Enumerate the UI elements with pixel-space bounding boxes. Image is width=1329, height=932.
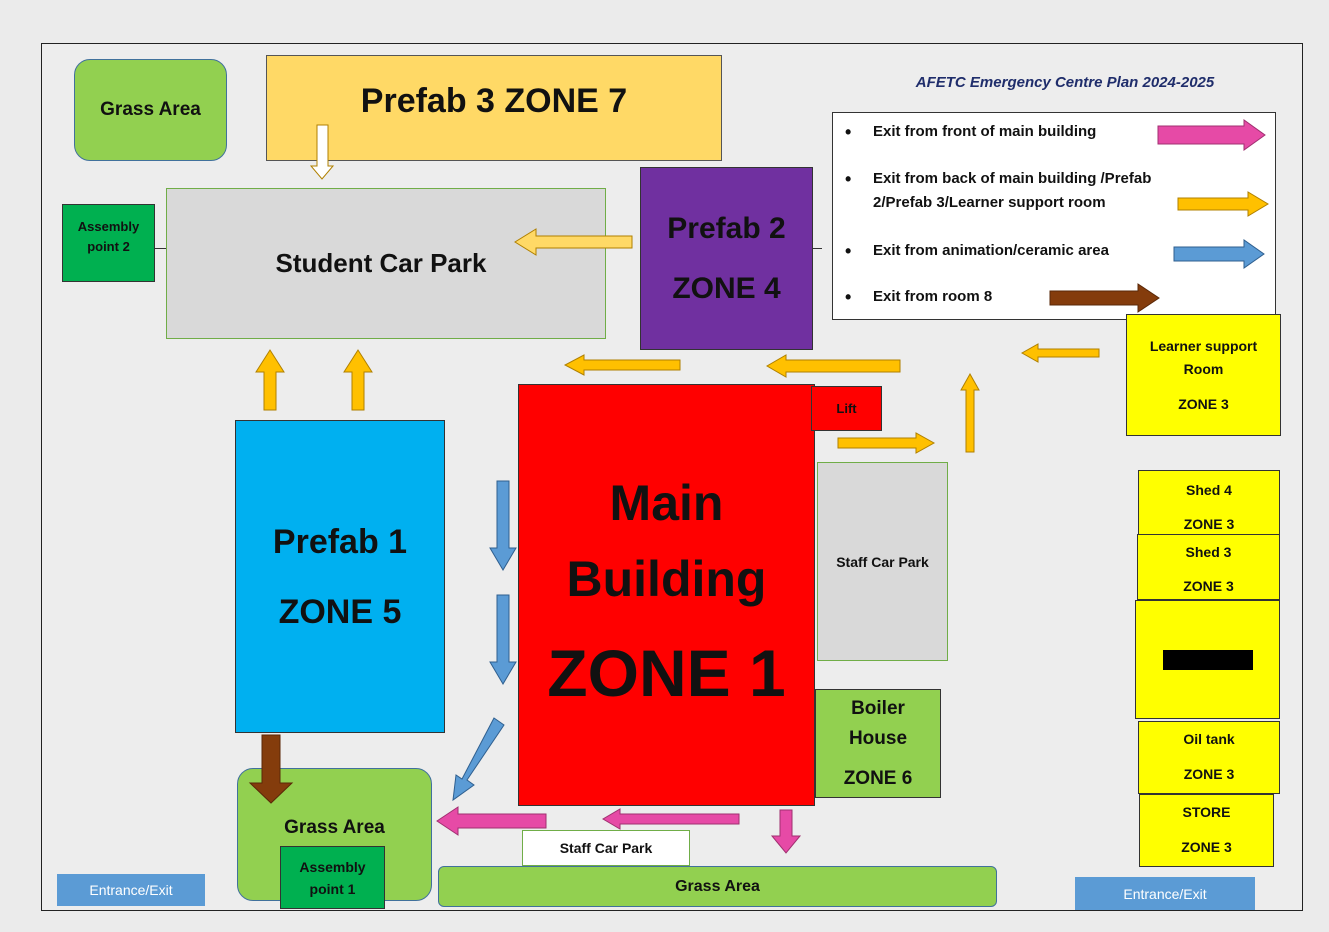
lift: Lift [811, 386, 882, 431]
boiler-house-line1: Boiler [851, 697, 905, 719]
legend-item-animation-label: Exit from animation/ceramic area [873, 242, 1109, 259]
assembly-point-2-line2: point 2 [87, 239, 130, 254]
staff-car-park-right: Staff Car Park [817, 462, 948, 661]
prefab-1-line1: Prefab 1 [272, 522, 408, 561]
lift-label: Lift [836, 401, 857, 416]
arrow-prefab1-up-right [343, 349, 373, 411]
arrow-pink-left-1 [436, 806, 547, 836]
shed-3-line1: Shed 3 [1185, 544, 1232, 560]
arrow-staff-up [960, 372, 980, 453]
grass-area-top-label: Grass Area [100, 99, 201, 120]
legend-item-back-label: Exit from back of main building /Prefab … [873, 170, 1152, 211]
legend-item-front-label: Exit from front of main building [873, 123, 1097, 140]
student-car-park: Student Car Park [166, 188, 606, 339]
assembly-point-1: Assembly point 1 [280, 846, 385, 909]
staff-car-park-right-label: Staff Car Park [836, 553, 929, 570]
assembly-point-2-line1: Assembly [77, 219, 140, 234]
learner-support-line1: Learner support [1149, 337, 1258, 354]
grass-area-bottom: Grass Area [438, 866, 997, 907]
prefab-2-line2: ZONE 4 [672, 271, 781, 305]
prefab-3-label: Prefab 3 ZONE 7 [360, 81, 628, 120]
entrance-exit-right-label: Entrance/Exit [1123, 885, 1207, 902]
legend-arrow-room8 [1049, 283, 1160, 313]
shed-4-line1: Shed 4 [1186, 482, 1232, 498]
main-building-line2: Building [566, 551, 767, 607]
learner-support-room: Learner support Room ZONE 3 [1126, 314, 1281, 436]
student-car-park-label: Student Car Park [275, 248, 487, 278]
arrow-blue-diagonal [452, 717, 505, 802]
boiler-house-line2: House [848, 727, 908, 749]
boiler-house-zone-6: Boiler House ZONE 6 [815, 689, 941, 798]
staff-car-park-bottom-label: Staff Car Park [559, 840, 653, 856]
learner-support-line3: ZONE 3 [1178, 395, 1229, 412]
arrow-prefab1-up-left [255, 349, 285, 411]
arrow-lift-right [837, 432, 936, 454]
exit-legend: Exit from front of main building Exit fr… [832, 112, 1276, 320]
plan-title: AFETC Emergency Centre Plan 2024-2025 [915, 74, 1215, 91]
redaction-bar [1162, 649, 1253, 670]
arrow-pink-down [770, 809, 802, 854]
legend-arrow-animation [1173, 239, 1265, 269]
legend-item-front: Exit from front of main building [845, 120, 1097, 144]
oil-tank-line1: Oil tank [1183, 731, 1235, 747]
learner-support-line2: Room [1183, 360, 1224, 377]
assembly-point-2: Assembly point 2 [62, 204, 155, 282]
arrow-pink-left-2 [602, 808, 740, 830]
boiler-house-line3: ZONE 6 [843, 767, 913, 789]
entrance-exit-left: Entrance/Exit [57, 874, 205, 906]
arrow-learner-left [1020, 343, 1100, 363]
legend-arrow-back [1177, 191, 1269, 217]
arrow-blue-down-1 [489, 480, 517, 571]
redacted-block [1135, 600, 1280, 719]
main-building-line1: Main [609, 475, 724, 531]
store: STORE ZONE 3 [1139, 794, 1274, 867]
prefab-1-line2: ZONE 5 [278, 592, 402, 631]
legend-item-back: Exit from back of main building /Prefab … [845, 167, 1203, 215]
main-building-line3: ZONE 1 [547, 636, 786, 710]
connector-line [812, 248, 822, 249]
legend-item-animation: Exit from animation/ceramic area [845, 239, 1109, 263]
arrow-main-left-1 [563, 354, 681, 376]
arrow-prefab3-down [309, 124, 335, 180]
shed-3-line2: ZONE 3 [1183, 578, 1234, 594]
main-building-zone-1: Main Building ZONE 1 [518, 384, 815, 806]
entrance-exit-left-label: Entrance/Exit [89, 882, 173, 898]
shed-4-line2: ZONE 3 [1183, 516, 1235, 532]
oil-tank-line2: ZONE 3 [1183, 766, 1235, 782]
arrow-blue-down-2 [489, 594, 517, 685]
staff-car-park-bottom: Staff Car Park [522, 830, 690, 866]
grass-area-bottom-left-label: Grass Area [284, 817, 385, 838]
arrow-brown-down [248, 734, 294, 804]
connector-line [154, 248, 166, 249]
legend-arrow-front [1157, 119, 1266, 151]
store-line2: ZONE 3 [1181, 839, 1232, 855]
legend-item-room8: Exit from room 8 [845, 285, 993, 309]
assembly-point-1-line1: Assembly [299, 858, 366, 875]
prefab-1-zone-5: Prefab 1 ZONE 5 [235, 420, 445, 733]
entrance-exit-right: Entrance/Exit [1075, 877, 1255, 910]
grass-area-bottom-label: Grass Area [675, 877, 760, 895]
shed-4: Shed 4 ZONE 3 [1138, 470, 1280, 536]
arrow-main-left-2 [766, 354, 901, 378]
oil-tank: Oil tank ZONE 3 [1138, 721, 1280, 794]
arrow-prefab2-left [514, 228, 633, 256]
grass-area-top: Grass Area [74, 59, 227, 161]
prefab-2-line1: Prefab 2 [667, 211, 786, 245]
store-line1: STORE [1182, 804, 1231, 820]
shed-3: Shed 3 ZONE 3 [1137, 534, 1280, 600]
assembly-point-1-line2: point 1 [309, 880, 356, 897]
prefab-2-zone-4: Prefab 2 ZONE 4 [640, 167, 813, 350]
prefab-3-zone-7: Prefab 3 ZONE 7 [266, 55, 722, 161]
legend-item-room8-label: Exit from room 8 [873, 288, 993, 305]
